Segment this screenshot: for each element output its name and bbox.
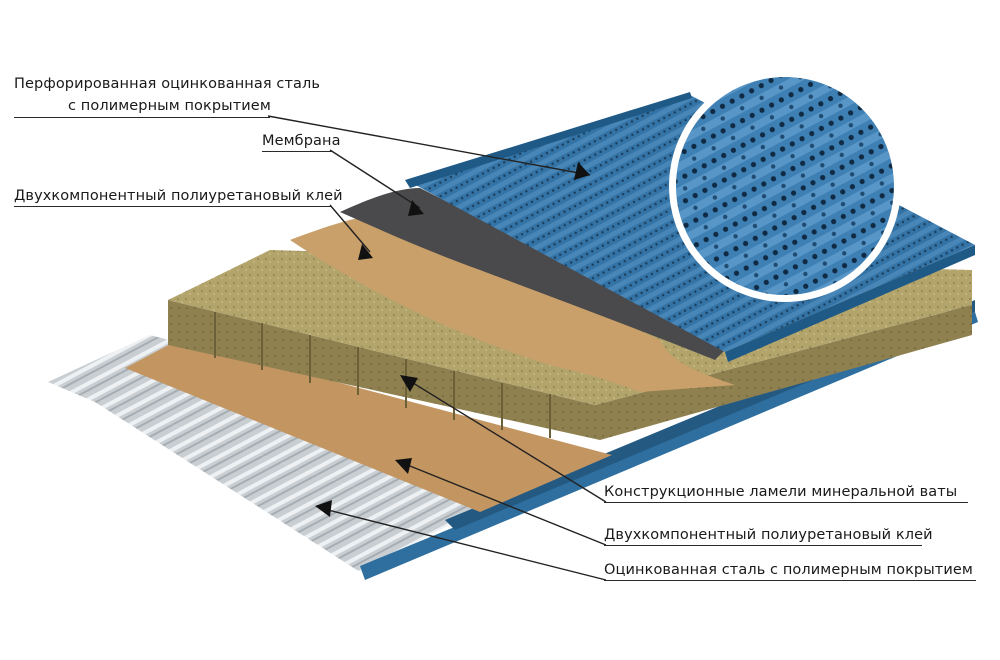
label-adhesive-bottom-underline <box>604 545 922 546</box>
label-perforated-steel-line2: с полимерным покрытием <box>68 96 271 116</box>
label-adhesive-top-underline <box>14 206 332 207</box>
label-perforated-steel-line1: Перфорированная оцинкованная сталь <box>14 74 320 94</box>
label-steel-bottom: Оцинкованная сталь с полимерным покрытие… <box>604 560 973 580</box>
label-adhesive-top: Двухкомпонентный полиуретановый клей <box>14 186 343 206</box>
perforation-zoom-circle <box>669 70 901 302</box>
label-steel-bottom-underline <box>604 580 976 581</box>
label-mineral-wool: Конструкционные ламели минеральной ваты <box>604 482 957 502</box>
label-mineral-wool-underline <box>604 502 968 503</box>
label-adhesive-bottom: Двухкомпонентный полиуретановый клей <box>604 525 933 545</box>
label-membrane: Мембрана <box>262 131 341 151</box>
label-membrane-underline <box>262 151 332 152</box>
label-perforated-steel-underline <box>14 117 270 118</box>
